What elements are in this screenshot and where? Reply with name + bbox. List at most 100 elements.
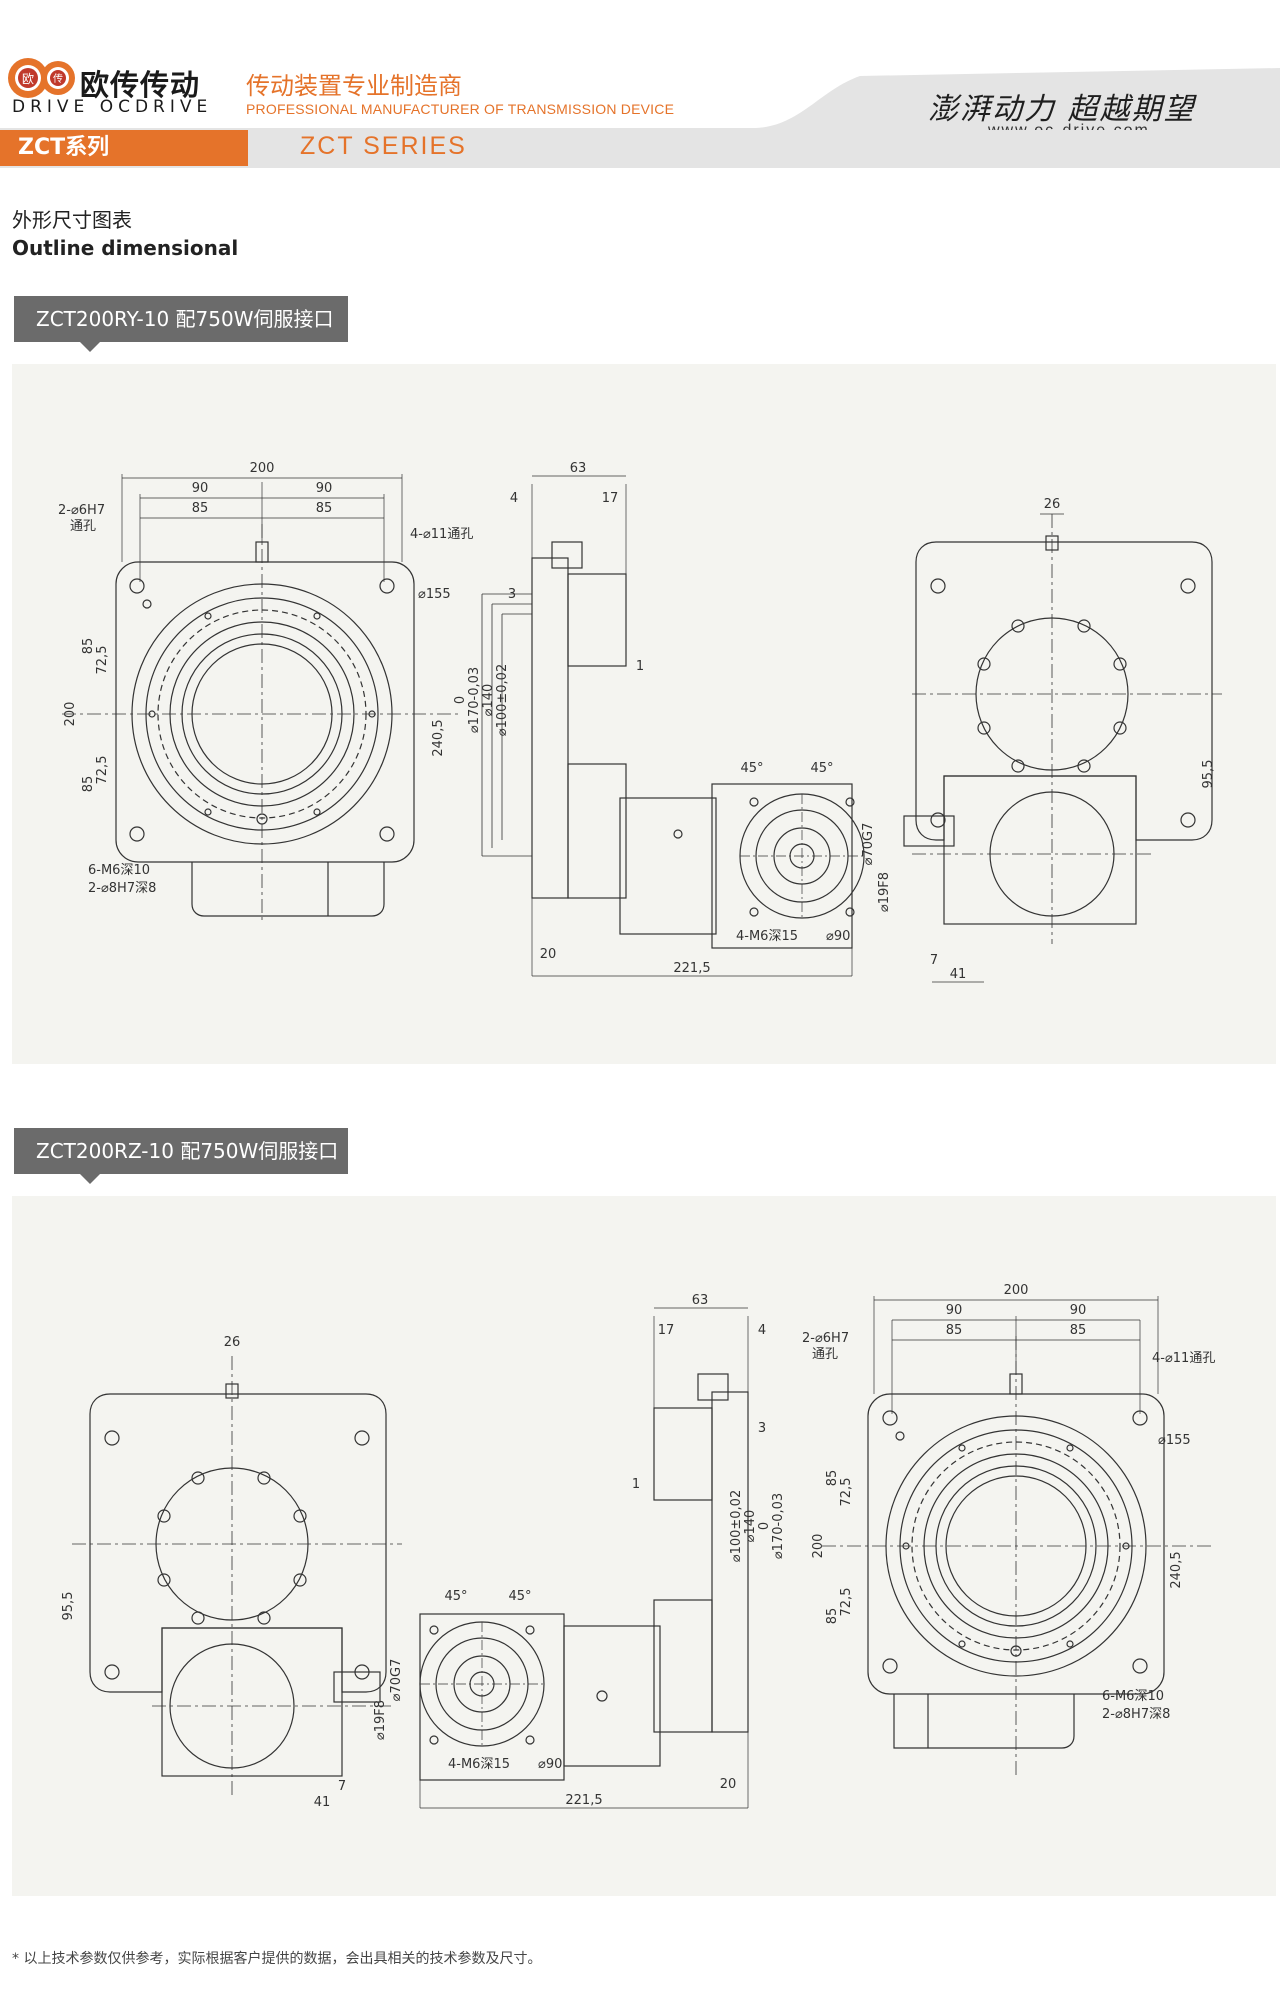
section-title-en: Outline dimensional — [12, 236, 239, 260]
dim-angle-45-left: 45° — [444, 1589, 467, 1604]
dim-200-height: 200 — [63, 702, 78, 727]
dim-1: 1 — [636, 659, 644, 674]
dim-hole-6h7: 2-⌀6H7 — [802, 1331, 849, 1346]
dim-200-width: 200 — [250, 461, 275, 476]
dim-95-5: 95,5 — [61, 1592, 76, 1621]
dim-dia-155: ⌀155 — [418, 587, 451, 602]
side-view — [481, 475, 865, 977]
dim-85-left: 85 — [946, 1323, 963, 1338]
dim-26: 26 — [224, 1335, 241, 1350]
dim-hole-6h7-sub: 通孔 — [812, 1347, 838, 1362]
dim-95-5: 95,5 — [1201, 760, 1216, 789]
section-title-cn: 外形尺寸图表 — [12, 208, 132, 232]
dim-221-5: 221,5 — [673, 961, 710, 976]
rear-view-rz — [72, 1356, 402, 1796]
logo-badge-2: 传 — [53, 73, 63, 85]
dim-200-height: 200 — [811, 1534, 826, 1559]
tagline-cn: 传动装置专业制造商 — [246, 72, 462, 100]
dim-4: 4 — [758, 1323, 766, 1338]
dim-41: 41 — [314, 1795, 331, 1810]
model-label-ry: ZCT200RY-10 配750W伺服接口 — [14, 296, 348, 352]
dim-85-right: 85 — [1070, 1323, 1087, 1338]
dim-dia-70g7: ⌀70G7 — [389, 1659, 404, 1702]
dim-dia-100: ⌀100±0,02 — [729, 1490, 744, 1562]
dim-dia-70g7: ⌀70G7 — [861, 823, 876, 866]
dim-221-5: 221,5 — [565, 1793, 602, 1808]
dim-angle-45-right: 45° — [810, 761, 833, 776]
dim-7: 7 — [930, 953, 938, 968]
dim-dia-90: ⌀90 — [826, 929, 850, 944]
brand-name-cn: 欧传传动 — [80, 68, 201, 102]
drawing-panel-rz: 200 90 90 85 85 2-⌀6H7 通孔 4-⌀11通孔 ⌀155 8… — [12, 1196, 1276, 1896]
dim-85-left: 85 — [192, 501, 209, 516]
dim-dia-90: ⌀90 — [538, 1757, 562, 1772]
side-view-rz — [419, 1307, 749, 1809]
dim-72-top: 72,5 — [839, 1478, 854, 1507]
dim-85-bottom: 85 — [825, 1608, 840, 1625]
dim-dia-140: ⌀140 — [481, 684, 496, 717]
series-bar — [256, 130, 1280, 166]
front-view — [62, 474, 462, 924]
page-header: 欧 传 欧传传动 DRIVE OCDRIVE 传动装置专业制造商 PROFESS… — [0, 0, 1280, 168]
dim-72-top: 72,5 — [95, 646, 110, 675]
dim-dia-155: ⌀155 — [1158, 1433, 1191, 1448]
dim-63: 63 — [570, 461, 587, 476]
dim-85-top: 85 — [825, 1470, 840, 1487]
dim-90-left: 90 — [192, 481, 209, 496]
company-logo: 欧 传 — [6, 50, 86, 112]
dim-85-right: 85 — [316, 501, 333, 516]
dim-72-bottom: 72,5 — [95, 756, 110, 785]
dim-m6-deep15: 4-M6深15 — [736, 929, 798, 944]
dim-m6-deep10: 6-M6深10 — [88, 863, 150, 878]
dim-41: 41 — [950, 967, 967, 982]
dimension-labels-rz: 200 90 90 85 85 2-⌀6H7 通孔 4-⌀11通孔 ⌀155 8… — [61, 1283, 1215, 1810]
rear-view — [903, 513, 1222, 983]
dim-hole-11: 4-⌀11通孔 — [1152, 1351, 1215, 1366]
dim-m6-deep15: 4-M6深15 — [448, 1757, 510, 1772]
dim-4: 4 — [510, 491, 518, 506]
series-title-en: ZCT SERIES — [300, 132, 467, 160]
dim-26: 26 — [1044, 497, 1061, 512]
dim-dia-19f8: ⌀19F8 — [373, 1700, 388, 1740]
dim-0: 0 — [757, 1522, 772, 1530]
footnote: * 以上技术参数仅供参考，实际根据客户提供的数据，会出具相关的技术参数及尺寸。 — [12, 1951, 542, 1967]
dim-0: 0 — [453, 696, 468, 704]
dim-hole-6h7: 2-⌀6H7 — [58, 503, 105, 518]
dim-3: 3 — [508, 587, 516, 602]
dim-90-right: 90 — [316, 481, 333, 496]
dim-17: 17 — [602, 491, 619, 506]
dim-angle-45-left: 45° — [740, 761, 763, 776]
dim-1: 1 — [632, 1477, 640, 1492]
model-label-rz: ZCT200RZ-10 配750W伺服接口 — [14, 1128, 348, 1184]
tagline-en: PROFESSIONAL MANUFACTURER OF TRANSMISSIO… — [246, 101, 675, 117]
logo-badge-1: 欧 — [22, 72, 34, 86]
gear-logo-icon: 欧 传 — [8, 58, 75, 98]
dimension-labels-ry: 200 90 90 85 85 2-⌀6H7 通孔 4-⌀11通孔 ⌀155 8… — [58, 461, 1216, 982]
dim-90-left: 90 — [946, 1303, 963, 1318]
dim-240-5: 240,5 — [431, 719, 446, 756]
series-tab-cn: ZCT系列 — [0, 130, 248, 166]
technical-drawing-ry: 200 90 90 85 85 2-⌀6H7 通孔 4-⌀11通孔 ⌀155 8… — [58, 461, 1222, 983]
dim-85-top: 85 — [81, 638, 96, 655]
dim-20: 20 — [720, 1777, 737, 1792]
dim-hole-6h7-sub: 通孔 — [70, 519, 96, 534]
dim-7: 7 — [338, 1779, 346, 1794]
dim-17: 17 — [658, 1323, 675, 1338]
dim-angle-45-right: 45° — [508, 1589, 531, 1604]
dim-8h7-deep8: 2-⌀8H7深8 — [1102, 1707, 1170, 1722]
dim-hole-11: 4-⌀11通孔 — [410, 527, 473, 542]
dim-200-width: 200 — [1004, 1283, 1029, 1298]
dim-72-bottom: 72,5 — [839, 1588, 854, 1617]
brand-name-en: DRIVE OCDRIVE — [12, 97, 213, 117]
dim-dia-100: ⌀100±0,02 — [495, 664, 510, 736]
dim-dia-170: ⌀170-0,03 — [467, 667, 482, 733]
technical-drawing-rz: 200 90 90 85 85 2-⌀6H7 通孔 4-⌀11通孔 ⌀155 8… — [61, 1283, 1215, 1810]
dim-dia-170: ⌀170-0,03 — [771, 1493, 786, 1559]
dim-dia-140: ⌀140 — [743, 1510, 758, 1543]
dim-20: 20 — [540, 947, 557, 962]
dim-240-5: 240,5 — [1169, 1551, 1184, 1588]
drawing-panel-ry: 200 90 90 85 85 2-⌀6H7 通孔 4-⌀11通孔 ⌀155 8… — [12, 364, 1276, 1064]
dim-m6-deep10: 6-M6深10 — [1102, 1689, 1164, 1704]
dim-3: 3 — [758, 1421, 766, 1436]
dim-85-bottom: 85 — [81, 776, 96, 793]
